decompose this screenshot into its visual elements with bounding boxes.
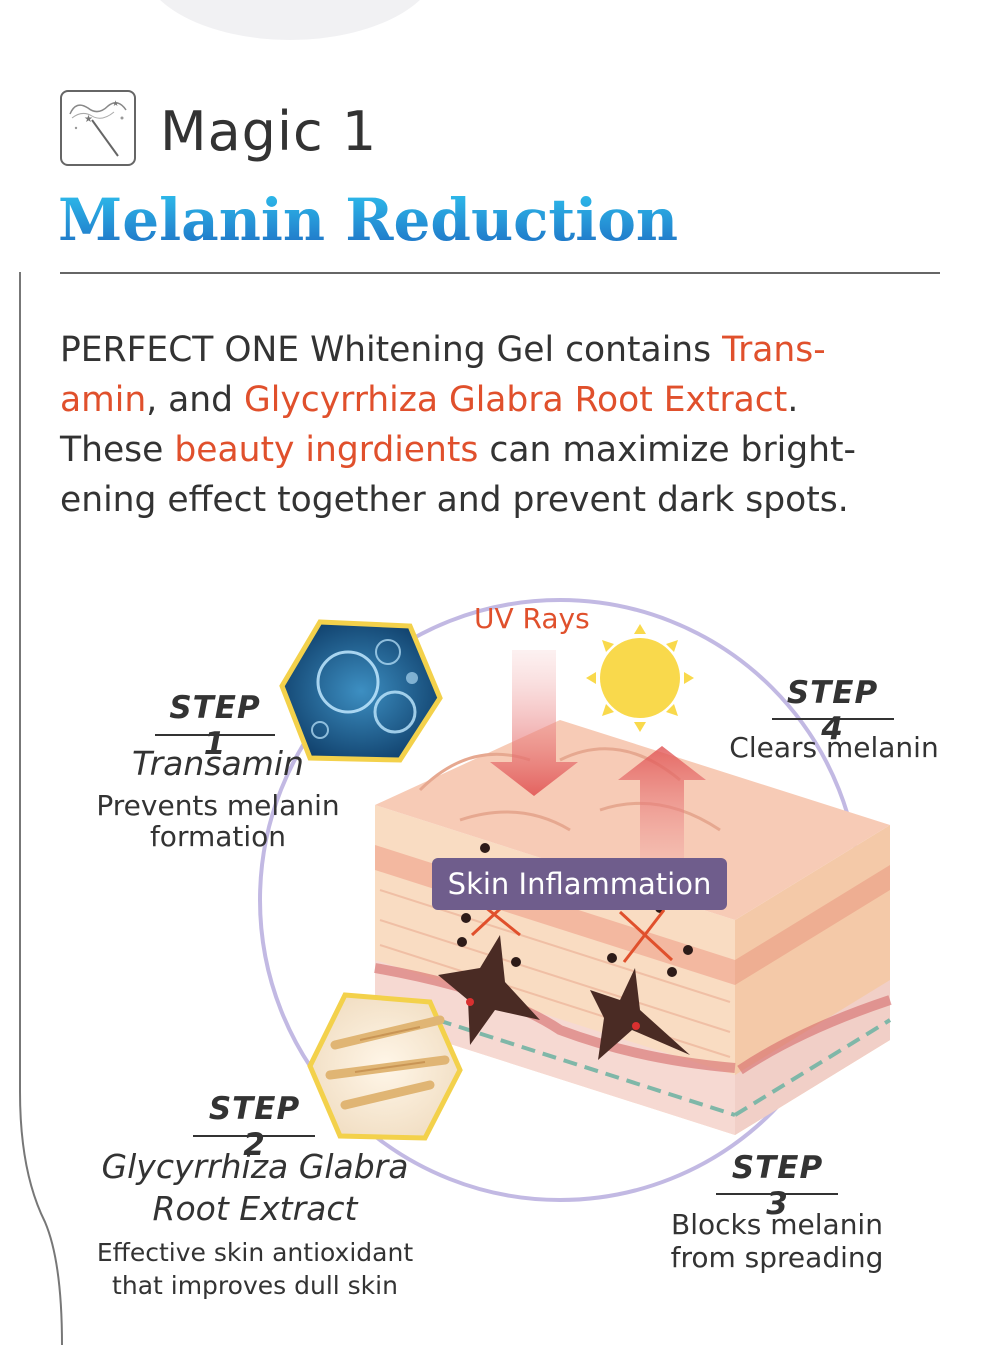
step4-underline [772,718,894,720]
magic-label: Magic 1 [160,100,378,163]
desc-line-1: PERFECT ONE Whitening Gel contains Trans… [60,330,826,370]
uv-arrow-down [490,650,578,796]
step1-underline [155,734,275,736]
magic-wand-icon: ★ ★ [60,90,136,166]
svg-text:Melanin Reduction: Melanin Reduction [58,186,678,254]
step2-underline [193,1135,315,1137]
step3-description: Blocks melanin from spreading [670,1208,884,1274]
step4-label: STEP 4 [786,675,879,747]
step1-description: Prevents melanin formation [96,789,340,853]
melanin-cell [590,968,690,1060]
svg-text:★: ★ [84,114,93,125]
svg-text:★: ★ [112,99,119,108]
step3-label: STEP 3 [731,1150,824,1222]
step2-description: Effective skin antioxidant that improves… [96,1238,414,1300]
sun-icon [586,624,694,732]
desc-line-2: amin, and Glycyrrhiza Glabra Root Extrac… [60,380,799,420]
step1-label: STEP 1 [169,690,261,762]
description-paragraph: PERFECT ONE Whitening Gel contains Trans… [60,325,940,525]
side-curve-line [19,272,63,1345]
uv-rays-label: UV Rays [474,602,590,635]
step2-root-image [307,992,463,1141]
step4-description: Clears melanin [729,731,939,764]
page-title: Melanin Reduction [58,186,678,254]
step3-underline [716,1193,838,1195]
header-divider [60,272,940,274]
melanin-cell [438,935,540,1045]
desc-line-3: These beauty ingrdients can maximize bri… [60,430,856,470]
step1-name: Transamin [132,744,304,783]
step1-bubble-image [279,619,443,763]
skin-inflammation-badge: Skin Inflammation [432,858,727,910]
background-blob [140,0,440,40]
desc-line-4: ening effect together and prevent dark s… [60,480,849,520]
step2-name: Glycyrrhiza Glabra Root Extract [101,1147,409,1228]
